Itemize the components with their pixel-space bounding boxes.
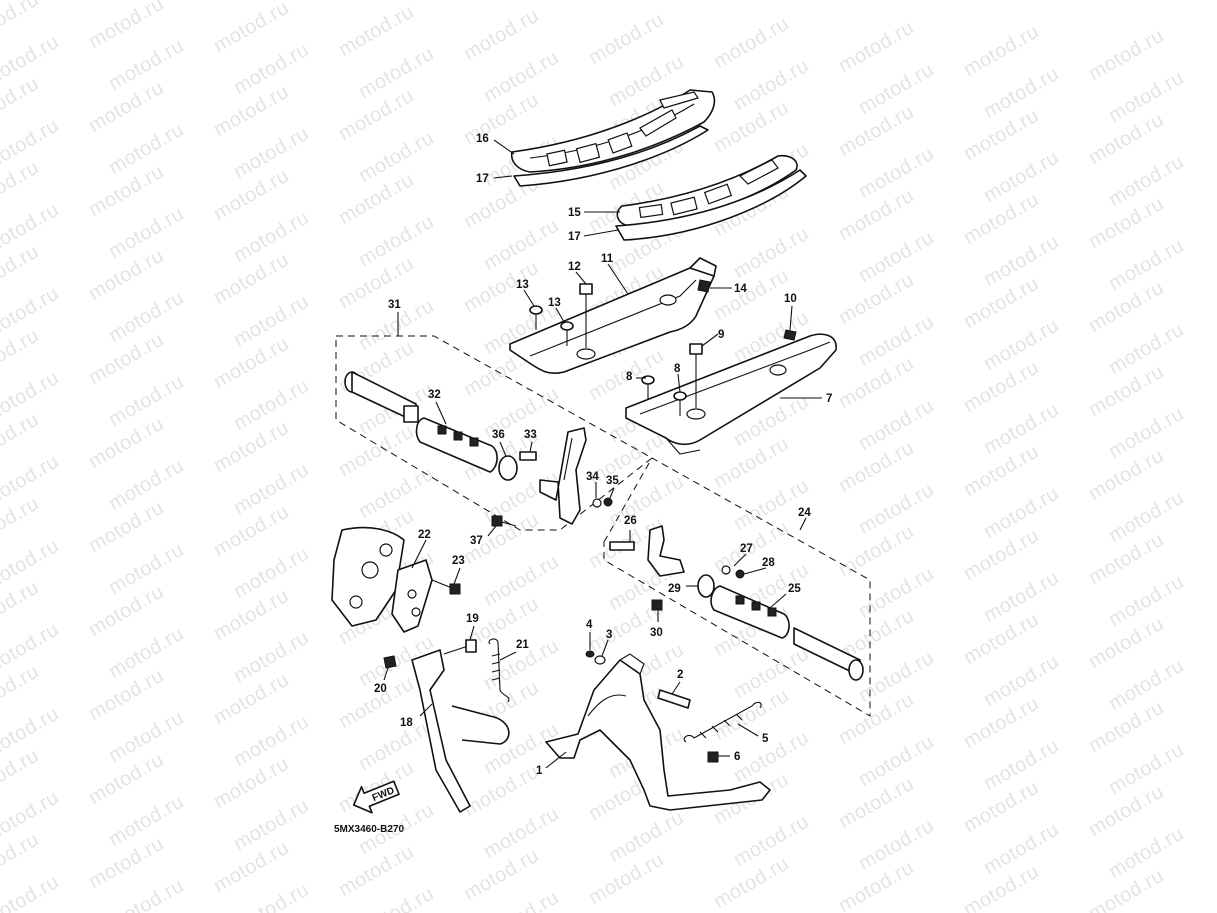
callout-4: 4 xyxy=(586,619,593,631)
screw-8a xyxy=(641,375,655,400)
spring-5 xyxy=(683,701,762,743)
drawing-code: 5MX3460-B270 xyxy=(334,824,404,835)
leader-lines xyxy=(383,139,822,769)
callout-5: 5 xyxy=(762,733,769,745)
callout-labels: 1 2 3 4 5 6 7 8 8 9 10 11 12 13 13 14 15… xyxy=(374,133,832,777)
washer-27 xyxy=(721,565,731,575)
pin-26 xyxy=(609,541,635,551)
callout-17b: 17 xyxy=(568,231,581,243)
callout-1: 1 xyxy=(536,765,543,777)
callout-11: 11 xyxy=(601,253,614,265)
screw-13a xyxy=(529,305,543,330)
bolt-23 xyxy=(431,579,461,595)
washer-34 xyxy=(592,498,602,508)
collar-36 xyxy=(498,455,518,481)
mainstand-1 xyxy=(545,653,771,811)
mat-gasket-front xyxy=(513,125,709,187)
callout-10: 10 xyxy=(784,293,797,305)
footrest-shaft-right xyxy=(793,627,864,681)
frame-section xyxy=(331,526,405,627)
floor-mat-front xyxy=(510,89,716,173)
footrest-bracket-left xyxy=(539,427,587,525)
callout-6: 6 xyxy=(734,751,740,763)
clip-4 xyxy=(585,650,595,658)
callout-28: 28 xyxy=(762,557,775,569)
assembly-outline-31 xyxy=(335,335,653,531)
footrest-shaft-left xyxy=(344,371,419,423)
callout-34: 34 xyxy=(586,471,599,483)
spring-21 xyxy=(488,638,510,703)
callout-13a: 13 xyxy=(516,279,529,291)
bolt-6 xyxy=(707,751,719,763)
callout-15: 15 xyxy=(568,207,581,219)
bolt-37 xyxy=(491,515,517,527)
callout-32: 32 xyxy=(428,389,441,401)
callout-22: 22 xyxy=(418,529,431,541)
callout-9: 9 xyxy=(718,329,724,341)
callout-35: 35 xyxy=(606,475,619,487)
callout-19: 19 xyxy=(466,613,479,625)
footrest-grip-left xyxy=(415,417,498,473)
bolt-19 xyxy=(443,639,477,655)
fwd-arrow-icon: FWD xyxy=(352,780,400,814)
pin-33 xyxy=(519,451,537,461)
bolt-9 xyxy=(689,343,703,408)
callout-12: 12 xyxy=(568,261,581,273)
nut-35 xyxy=(603,497,613,507)
callout-16: 16 xyxy=(476,133,489,145)
footboard-front xyxy=(509,257,717,375)
callout-31: 31 xyxy=(388,299,401,311)
callout-29: 29 xyxy=(668,583,681,595)
callout-27: 27 xyxy=(740,543,753,555)
callout-17a: 17 xyxy=(476,173,489,185)
callout-2: 2 xyxy=(677,669,683,681)
pin-2 xyxy=(657,689,691,709)
callout-30: 30 xyxy=(650,627,663,639)
callout-33: 33 xyxy=(524,429,537,441)
callout-14: 14 xyxy=(734,283,747,295)
callout-25: 25 xyxy=(788,583,801,595)
nut-20 xyxy=(383,655,397,669)
sidestand-18 xyxy=(411,649,510,813)
footrest-grip-right xyxy=(710,585,790,639)
sidestand-bracket-22 xyxy=(391,559,433,633)
nut-14 xyxy=(697,279,711,293)
floor-mat-rear xyxy=(616,154,798,227)
assembly-outline-24 xyxy=(603,457,871,717)
callout-18: 18 xyxy=(400,717,413,729)
callout-21: 21 xyxy=(516,639,529,651)
callout-8b: 8 xyxy=(674,363,681,375)
callout-13b: 13 xyxy=(548,297,561,309)
mat-gasket-rear xyxy=(615,169,807,241)
bolt-30 xyxy=(651,599,663,611)
callout-3: 3 xyxy=(606,629,612,641)
callout-23: 23 xyxy=(452,555,465,567)
washer-3 xyxy=(594,655,606,665)
callout-20: 20 xyxy=(374,683,387,695)
nut-28 xyxy=(735,569,745,579)
footrest-bracket-right xyxy=(647,525,685,577)
callout-26: 26 xyxy=(624,515,637,527)
callout-7: 7 xyxy=(826,393,832,405)
callout-8a: 8 xyxy=(626,371,633,383)
screw-13b xyxy=(560,321,574,346)
footboard-rear xyxy=(625,333,837,455)
nut-10 xyxy=(783,329,797,341)
callout-24: 24 xyxy=(798,507,811,519)
callout-37: 37 xyxy=(470,535,483,547)
callout-36: 36 xyxy=(492,429,505,441)
